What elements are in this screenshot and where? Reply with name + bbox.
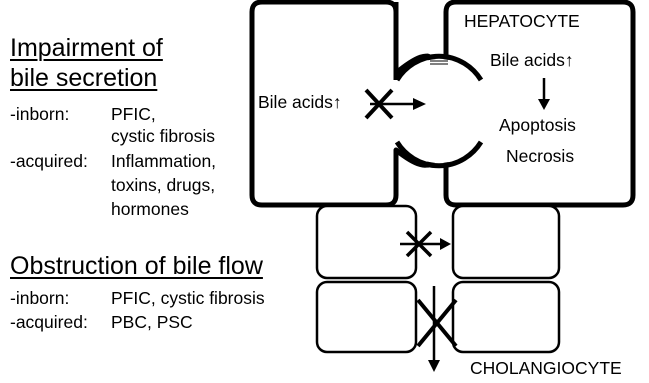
hepatocyte-label: HEPATOCYTE (464, 13, 580, 31)
cholangiocyte-upper-left (317, 206, 416, 278)
cholangiocyte-lower-left (317, 282, 416, 352)
cholangiocyte-label: CHOLANGIOCYTE (470, 360, 622, 378)
bile-acids-right-label: Bile acids↑ (490, 52, 574, 70)
bile-acids-left-label: Bile acids↑ (258, 94, 342, 112)
bile-acids-left-text: Bile acids (258, 92, 333, 112)
apoptosis-label: Apoptosis (499, 117, 576, 135)
cholangiocyte-upper-right (453, 206, 559, 278)
bile-acids-left-up-arrow: ↑ (333, 92, 342, 112)
bile-acids-right-up-arrow: ↑ (565, 50, 574, 70)
bile-acids-right-text: Bile acids (490, 50, 565, 70)
cholangiocyte-lower-right (453, 282, 559, 352)
necrosis-label: Necrosis (506, 148, 574, 166)
